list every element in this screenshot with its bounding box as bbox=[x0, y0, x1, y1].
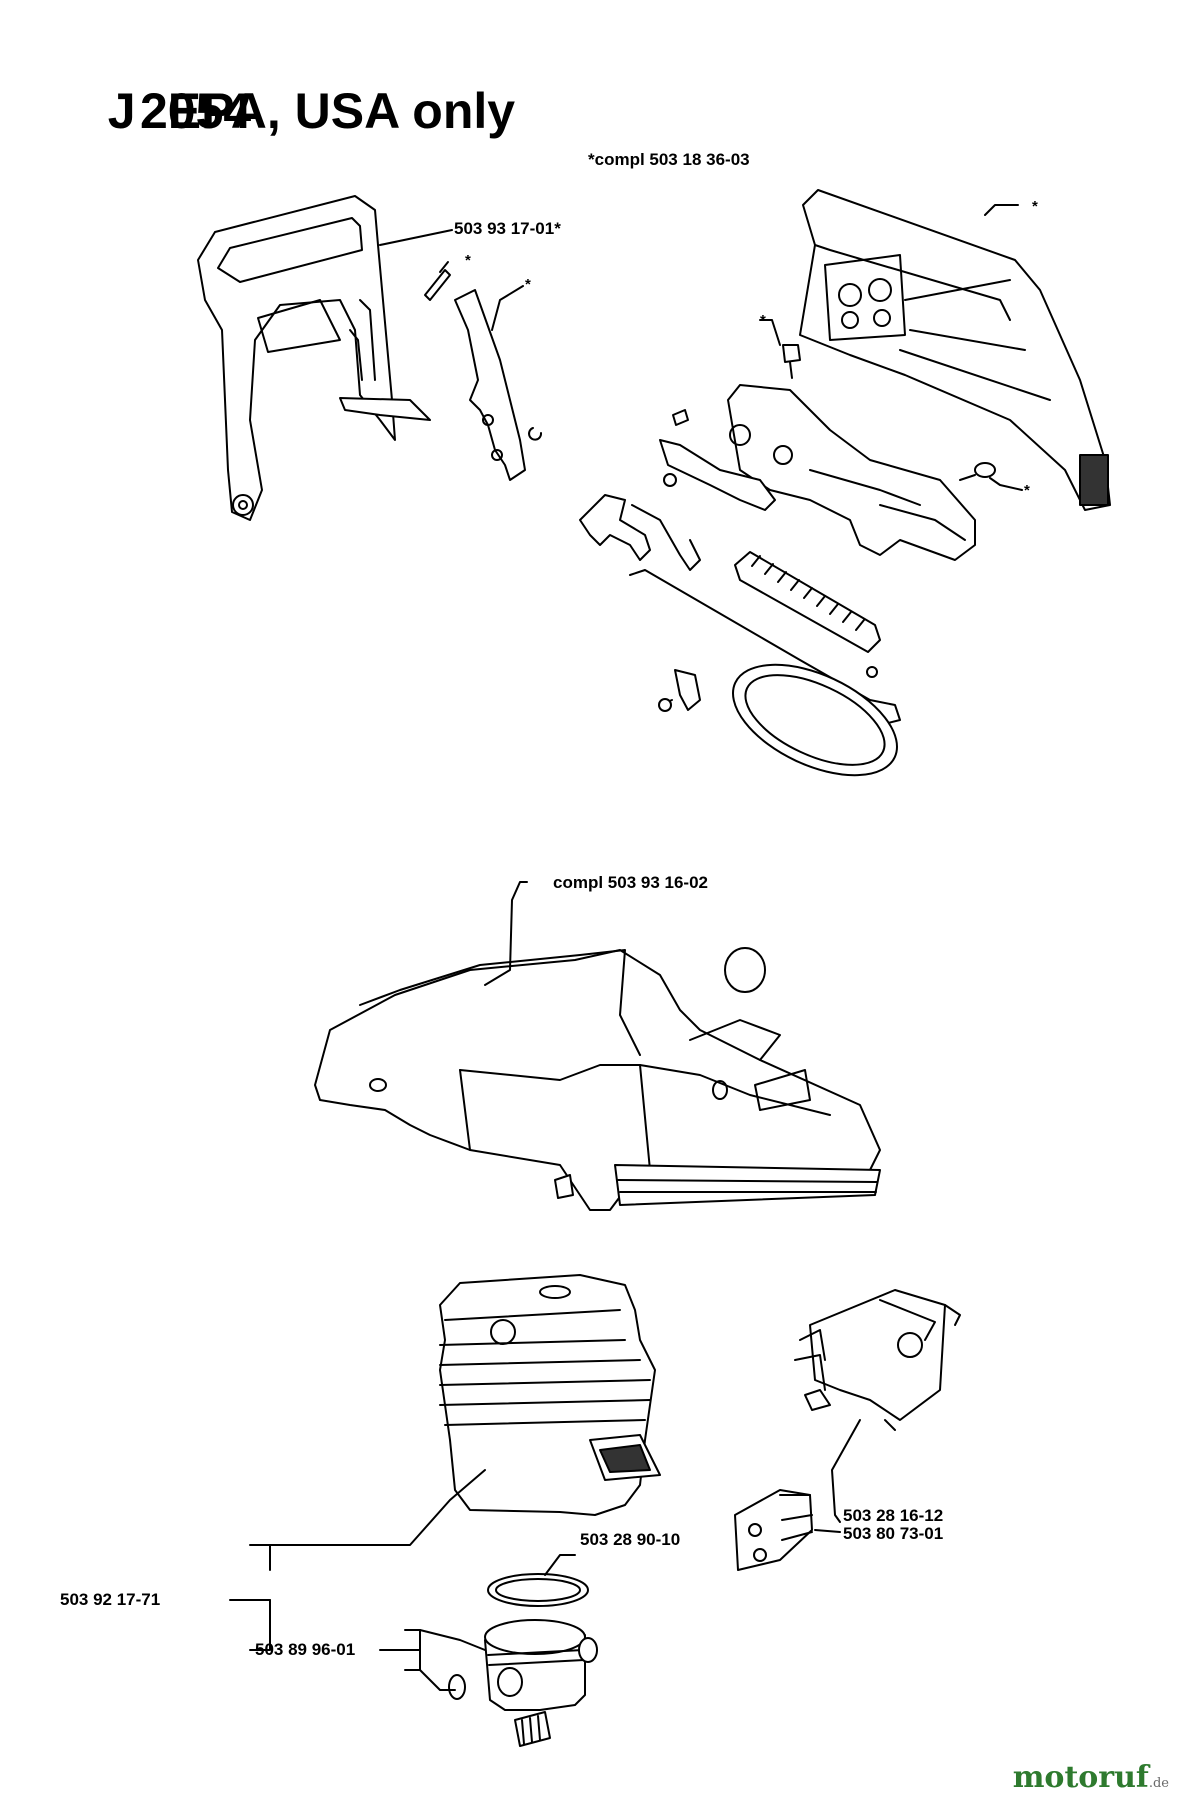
watermark-main: motoruf bbox=[1012, 1760, 1149, 1795]
cylinder-part bbox=[439, 1274, 661, 1516]
brake-plate-part bbox=[727, 384, 976, 561]
title-line-2: 2054 bbox=[140, 83, 252, 139]
lever-part bbox=[454, 289, 543, 481]
intake-label: 503 80 73-01 bbox=[843, 1524, 944, 1543]
screw-top-asterisk: * bbox=[760, 312, 766, 329]
screw-top-part bbox=[782, 344, 801, 379]
latch-part bbox=[579, 473, 701, 571]
compl-cyl-cover-label: compl 503 93 16-02 bbox=[553, 873, 708, 892]
clutch-cover-part bbox=[799, 189, 1111, 511]
hand-guard-part bbox=[197, 195, 431, 521]
cover-asterisk: * bbox=[1032, 198, 1038, 215]
section-letter: J bbox=[107, 83, 136, 139]
spring-part bbox=[734, 551, 881, 653]
screw-right-asterisk: * bbox=[1024, 482, 1030, 499]
title-line-1: EPA, USA only bbox=[167, 83, 516, 139]
page-title: J EPA, USA only 2054 bbox=[80, 24, 515, 198]
intake-part bbox=[734, 1489, 813, 1571]
piston-part bbox=[448, 1619, 598, 1747]
guard-pin-part bbox=[424, 269, 451, 301]
hand-guard-label: 503 93 17-01* bbox=[454, 219, 561, 238]
piston-kit-label: 503 89 96-01 bbox=[255, 1640, 356, 1659]
lever-asterisk: * bbox=[525, 276, 531, 293]
watermark-suffix: .de bbox=[1148, 1776, 1169, 1791]
cylinder-cover-part bbox=[314, 949, 881, 1211]
bracket-part bbox=[658, 669, 701, 712]
cover-plug-part bbox=[724, 947, 766, 993]
pin-asterisk: * bbox=[465, 252, 471, 269]
cover-sleeve-part bbox=[554, 1174, 574, 1199]
carburetor-label: 503 28 16-12 bbox=[843, 1506, 944, 1525]
piston-ring-label: 503 28 90-10 bbox=[580, 1530, 681, 1549]
screw-right-part bbox=[959, 462, 996, 481]
spring-rod-part bbox=[672, 409, 689, 426]
cylinder-kit-label: 503 92 17-71 bbox=[60, 1590, 161, 1609]
piston-ring-part bbox=[487, 1573, 589, 1607]
brake-lever-part bbox=[659, 439, 776, 511]
carburetor-part bbox=[794, 1289, 961, 1431]
watermark-logo: motoruf.de bbox=[1013, 1760, 1169, 1795]
compl-cover-label: *compl 503 18 36-03 bbox=[588, 150, 750, 169]
brake-band-part bbox=[629, 569, 901, 777]
